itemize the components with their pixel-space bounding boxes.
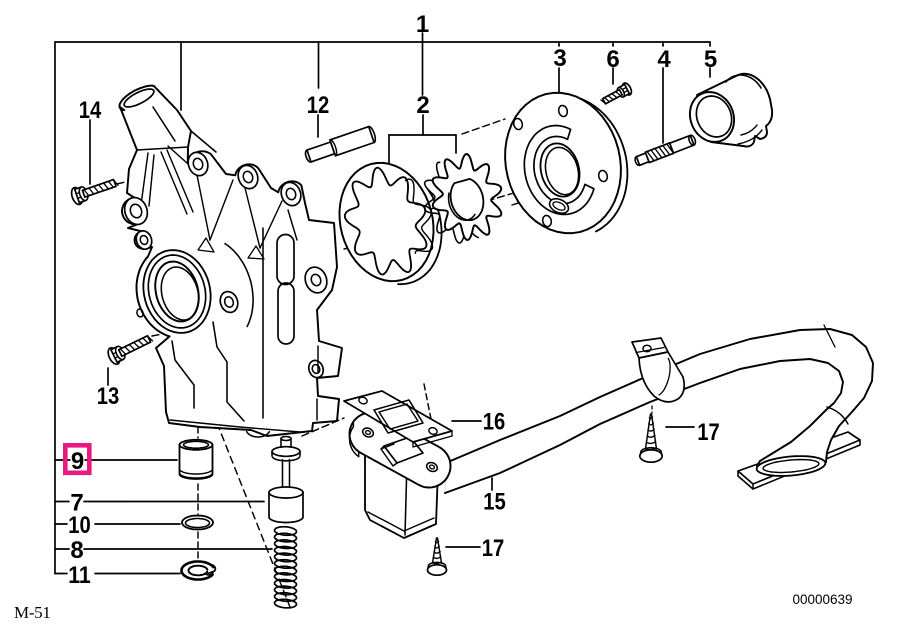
svg-text:17: 17 — [697, 419, 720, 446]
svg-text:15: 15 — [483, 489, 506, 516]
svg-text:11: 11 — [68, 562, 91, 589]
svg-text:7: 7 — [70, 490, 83, 517]
svg-text:9: 9 — [71, 448, 84, 475]
svg-text:8: 8 — [70, 537, 83, 564]
svg-text:4: 4 — [657, 46, 671, 73]
svg-text:16: 16 — [483, 409, 506, 436]
svg-text:1: 1 — [416, 11, 429, 38]
svg-text:00000639: 00000639 — [793, 592, 853, 607]
svg-text:14: 14 — [79, 97, 102, 124]
svg-text:10: 10 — [68, 512, 91, 539]
svg-text:5: 5 — [704, 46, 717, 73]
svg-text:12: 12 — [307, 92, 330, 119]
svg-text:2: 2 — [416, 92, 429, 119]
svg-text:6: 6 — [606, 46, 619, 73]
svg-text:3: 3 — [553, 45, 566, 72]
svg-text:17: 17 — [482, 535, 505, 562]
svg-text:M-51: M-51 — [14, 603, 51, 622]
svg-text:13: 13 — [97, 383, 120, 410]
